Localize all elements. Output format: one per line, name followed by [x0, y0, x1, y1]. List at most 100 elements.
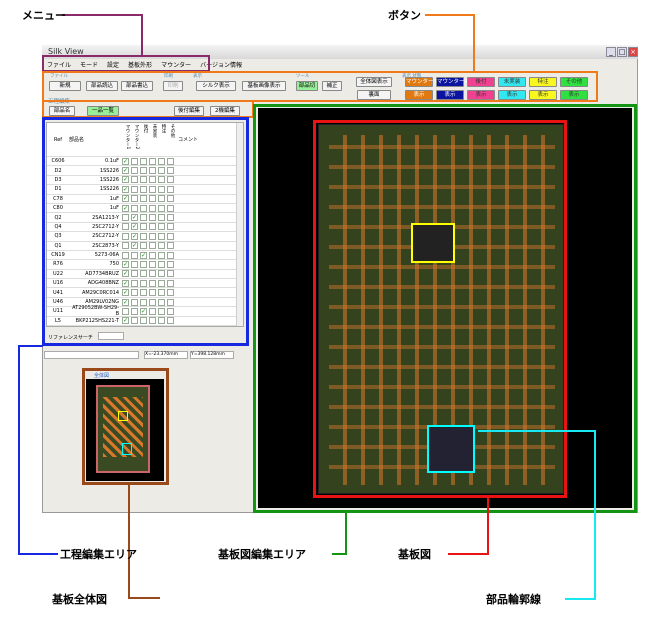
new-button[interactable]: 新規 — [49, 81, 81, 91]
row-checkbox[interactable]: ✓ — [122, 279, 129, 287]
category-select-button-1[interactable]: マウンター2 — [436, 77, 468, 87]
row-checkbox[interactable] — [167, 204, 174, 212]
table-scrollbar[interactable] — [236, 123, 243, 326]
row-checkbox[interactable] — [131, 298, 138, 306]
menu-mode[interactable]: モード — [80, 62, 99, 69]
row-checkbox[interactable] — [131, 157, 138, 165]
row-checkbox[interactable] — [149, 307, 156, 315]
row-checkbox[interactable] — [131, 260, 138, 268]
category-show-button-4[interactable]: 表示 — [529, 90, 557, 100]
row-checkbox[interactable] — [158, 251, 165, 259]
row-checkbox[interactable] — [158, 223, 165, 231]
category-select-button-2[interactable]: 後付 — [467, 77, 495, 87]
row-checkbox[interactable] — [140, 279, 147, 287]
row-checkbox[interactable] — [167, 195, 174, 203]
silk-view-button[interactable]: シルク表示 — [196, 81, 236, 91]
category-select-button-5[interactable]: その他 — [560, 77, 588, 87]
row-checkbox[interactable]: ✓ — [131, 242, 138, 250]
row-checkbox[interactable] — [167, 289, 174, 297]
row-checkbox[interactable] — [158, 195, 165, 203]
row-checkbox[interactable]: ✓ — [140, 307, 147, 315]
row-checkbox[interactable] — [140, 298, 147, 306]
row-checkbox[interactable] — [158, 298, 165, 306]
row-checkbox[interactable] — [140, 232, 147, 240]
row-checkbox[interactable] — [149, 242, 156, 250]
correct-button[interactable]: 補正 — [322, 81, 342, 91]
retrofit-edit-button[interactable]: 後付編集 — [174, 106, 204, 116]
row-checkbox[interactable] — [140, 242, 147, 250]
row-checkbox[interactable] — [167, 279, 174, 287]
row-checkbox[interactable]: ✓ — [122, 289, 129, 297]
row-checkbox[interactable] — [167, 317, 174, 325]
row-checkbox[interactable] — [158, 167, 165, 175]
row-checkbox[interactable] — [140, 204, 147, 212]
row-checkbox[interactable] — [140, 214, 147, 222]
row-checkbox[interactable]: ✓ — [131, 232, 138, 240]
row-checkbox[interactable] — [158, 242, 165, 250]
row-checkbox[interactable]: ✓ — [131, 223, 138, 231]
row-checkbox[interactable] — [158, 204, 165, 212]
load-parts-button[interactable]: 部品読込 — [86, 81, 118, 91]
overview-button[interactable]: 全体図表示 — [356, 77, 392, 87]
maximize-button[interactable]: □ — [617, 47, 627, 57]
row-checkbox[interactable] — [140, 195, 147, 203]
row-checkbox[interactable] — [140, 185, 147, 193]
row-checkbox[interactable] — [149, 270, 156, 278]
row-checkbox[interactable] — [122, 307, 129, 315]
row-checkbox[interactable] — [122, 214, 129, 222]
row-checkbox[interactable]: ✓ — [122, 298, 129, 306]
row-checkbox[interactable] — [158, 232, 165, 240]
row-checkbox[interactable] — [149, 279, 156, 287]
row-checkbox[interactable] — [167, 232, 174, 240]
part-name-button[interactable]: 部品名 — [49, 106, 75, 116]
row-checkbox[interactable] — [149, 185, 156, 193]
row-checkbox[interactable] — [167, 223, 174, 231]
row-checkbox[interactable] — [149, 157, 156, 165]
category-show-button-2[interactable]: 表示 — [467, 90, 495, 100]
menu-version[interactable]: バージョン情報 — [200, 62, 242, 69]
row-checkbox[interactable]: ✓ — [122, 260, 129, 268]
category-show-button-0[interactable]: 表示 — [405, 90, 433, 100]
row-checkbox[interactable] — [167, 260, 174, 268]
row-checkbox[interactable] — [131, 167, 138, 175]
cut-button[interactable]: 部品切 — [296, 81, 318, 91]
row-checkbox[interactable] — [158, 260, 165, 268]
row-checkbox[interactable]: ✓ — [131, 214, 138, 222]
row-checkbox[interactable] — [158, 157, 165, 165]
row-checkbox[interactable] — [167, 242, 174, 250]
row-checkbox[interactable] — [140, 289, 147, 297]
row-checkbox[interactable] — [167, 251, 174, 259]
row-checkbox[interactable] — [167, 185, 174, 193]
row-checkbox[interactable] — [158, 307, 165, 315]
row-checkbox[interactable]: ✓ — [140, 251, 147, 259]
row-checkbox[interactable] — [167, 176, 174, 184]
row-checkbox[interactable] — [149, 167, 156, 175]
row-checkbox[interactable] — [158, 279, 165, 287]
row-checkbox[interactable] — [131, 204, 138, 212]
category-show-button-5[interactable]: 表示 — [560, 90, 588, 100]
row-checkbox[interactable] — [122, 251, 129, 259]
row-checkbox[interactable]: ✓ — [122, 195, 129, 203]
print-button[interactable]: 印刷 — [163, 81, 183, 91]
category-select-button-0[interactable]: マウンター1 — [405, 77, 437, 87]
row-checkbox[interactable] — [131, 270, 138, 278]
row-checkbox[interactable] — [122, 242, 129, 250]
row-checkbox[interactable] — [149, 232, 156, 240]
row-checkbox[interactable] — [131, 307, 138, 315]
menu-mounter[interactable]: マウンター — [161, 62, 192, 69]
save-parts-button[interactable]: 部品書込 — [121, 81, 153, 91]
row-checkbox[interactable] — [149, 317, 156, 325]
row-checkbox[interactable] — [140, 317, 147, 325]
